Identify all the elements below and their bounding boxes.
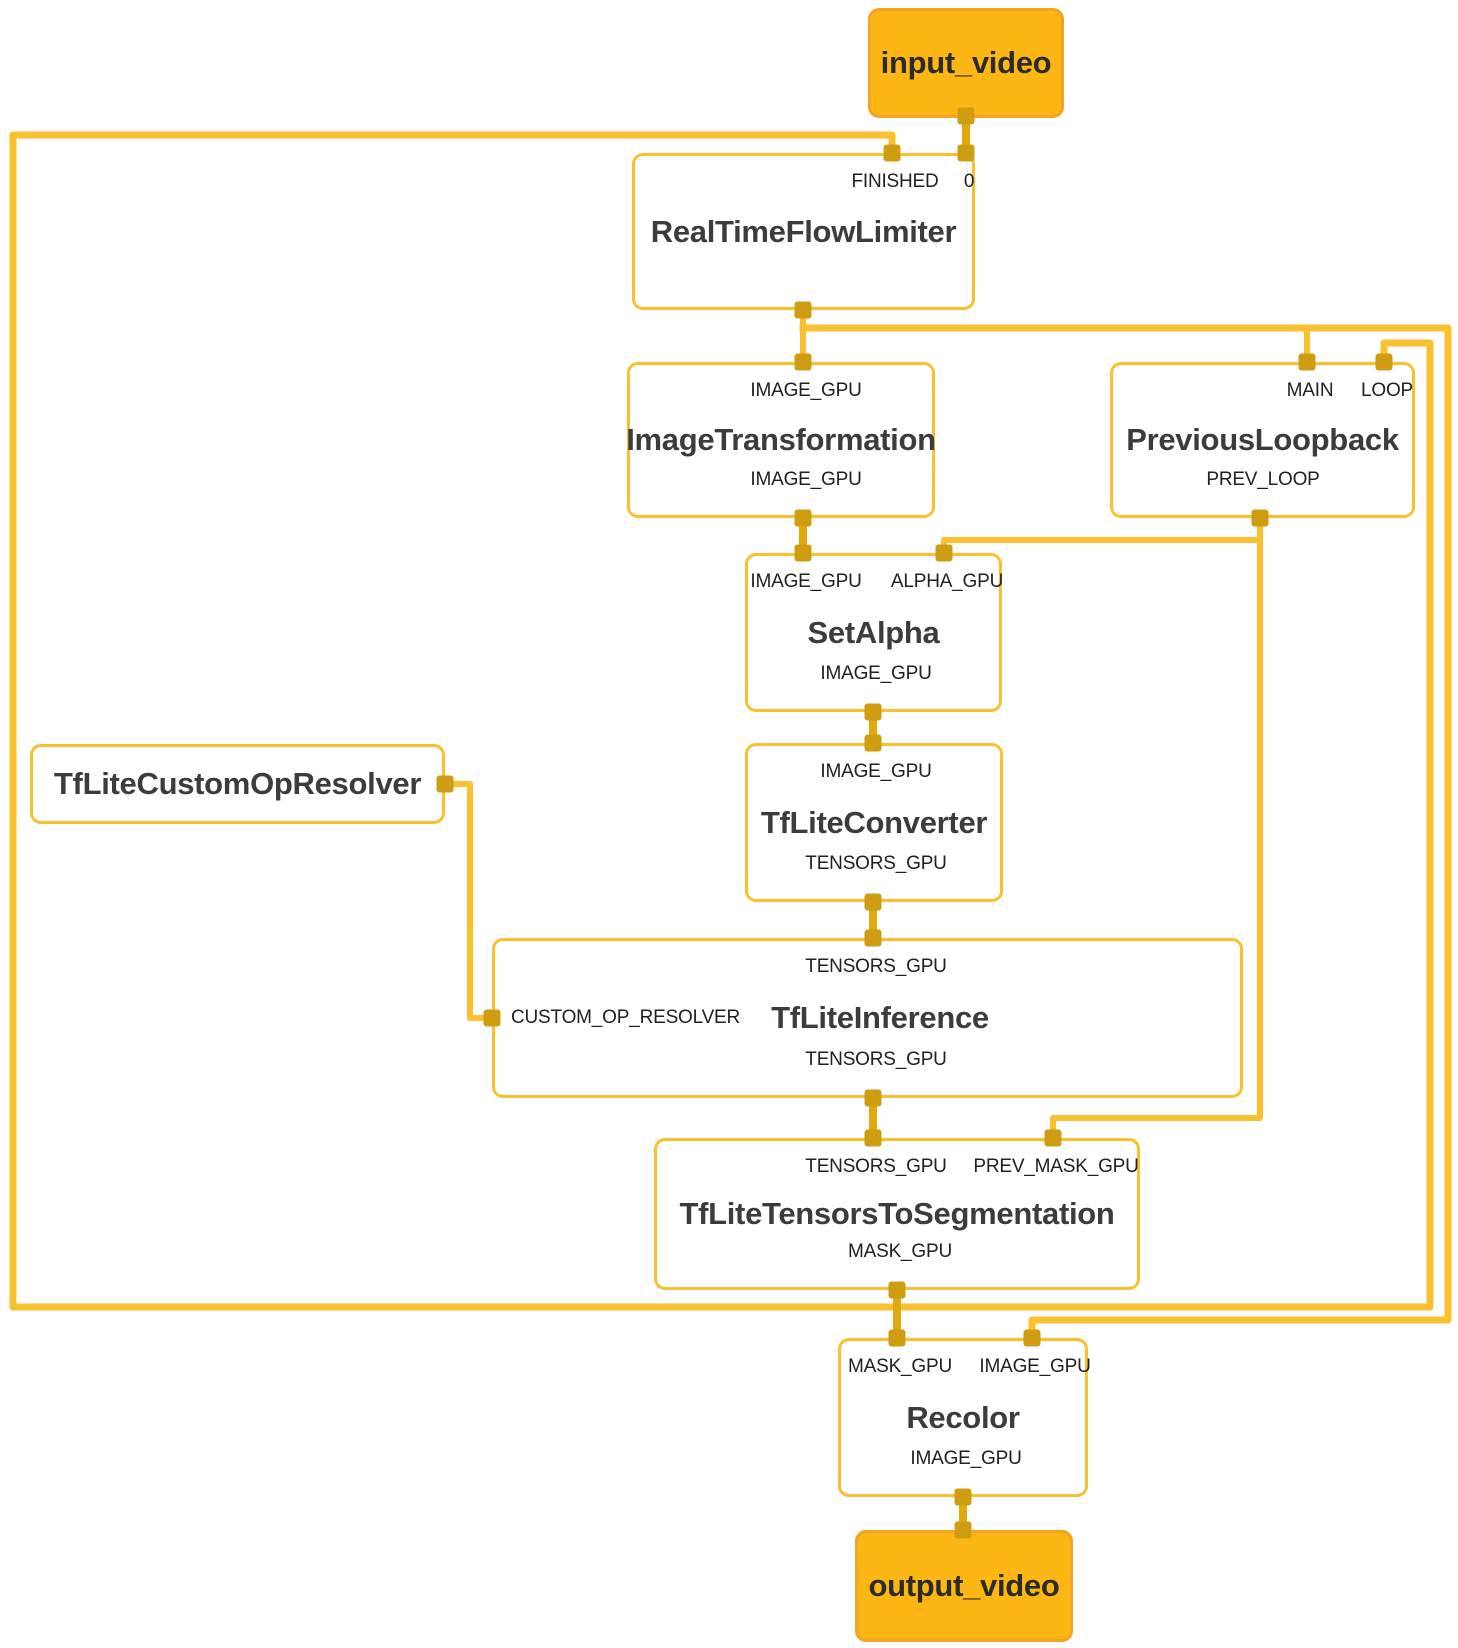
port-previous-loopback-main [1298,353,1316,371]
port-label-main: MAIN [1286,380,1334,401]
port-previous-loopback-prev-loop [1251,509,1269,527]
port-label-image-gpu-in: IMAGE_GPU [750,380,862,401]
port-inference-tensors-in [864,929,882,947]
port-label-finished: FINISHED [851,171,939,192]
port-label-tensors-gpu-in: TENSORS_GPU [805,1156,947,1177]
port-set-alpha-image-in [794,544,812,562]
node-tflite-tensors-to-segmentation[interactable]: TENSORS_GPU PREV_MASK_GPU TfLiteTensorsT… [654,1138,1140,1290]
edge-mask-loopback [9,131,1434,1311]
port-label-mask-gpu-in: MASK_GPU [848,1356,952,1377]
port-segmentation-tensors-in [864,1129,882,1147]
node-set-alpha[interactable]: IMAGE_GPU ALPHA_GPU SetAlpha IMAGE_GPU [745,553,1004,712]
port-label-loop: LOOP [1361,380,1413,401]
node-title: SetAlpha [807,614,940,650]
node-previous-loopback[interactable]: MAIN LOOP PreviousLoopback PREV_LOOP [1110,362,1415,518]
node-tflite-converter[interactable]: IMAGE_GPU TfLiteConverter TENSORS_GPU [745,743,1003,902]
port-previous-loopback-loop [1375,353,1393,371]
port-inference-custom-op-resolver-in [483,1009,501,1027]
port-label-image-gpu-out: IMAGE_GPU [910,1448,1022,1469]
node-real-time-flow-limiter[interactable]: FINISHED 0 RealTimeFlowLimiter [632,153,975,310]
node-output-video[interactable]: output_video [855,1530,1073,1642]
port-label-custom-op-resolver: CUSTOM_OP_RESOLVER [511,1007,741,1028]
node-title: input_video [880,45,1052,80]
port-custom-op-resolver-out [436,775,454,793]
node-tflite-custom-op-resolver[interactable]: TfLiteCustomOpResolver [30,744,445,824]
node-title: PreviousLoopback [1126,422,1399,457]
port-label-image-gpu-out: IMAGE_GPU [820,663,932,684]
edge-prev-loop-to-alpha [941,537,1263,556]
port-segmentation-prev-mask-in [1044,1129,1062,1147]
port-label-prev-mask-gpu-in: PREV_MASK_GPU [973,1156,1139,1177]
port-inference-tensors-out [864,1089,882,1107]
node-input-video[interactable]: input_video [868,8,1064,118]
node-title: output_video [868,1568,1060,1603]
node-title: Recolor [906,1399,1020,1435]
port-recolor-out [954,1488,972,1506]
port-label-prev-loop: PREV_LOOP [1206,469,1320,490]
port-label-0: 0 [963,171,975,192]
port-set-alpha-alpha-in [935,544,953,562]
port-output-video-in [954,1521,972,1539]
node-image-transformation[interactable]: IMAGE_GPU ImageTransformation IMAGE_GPU [626,362,936,518]
node-title: TfLiteCustomOpResolver [53,766,422,801]
node-title: TfLiteConverter [760,804,988,840]
node-title: RealTimeFlowLimiter [650,213,957,249]
edge-prev-loop-to-prev-mask [1050,515,1263,1141]
port-input-video-out [957,107,975,125]
port-segmentation-mask-out [888,1281,906,1299]
port-label-mask-gpu-out: MASK_GPU [848,1241,952,1262]
node-title: ImageTransformation [626,422,936,457]
port-flow-limiter-0 [957,144,975,162]
node-title: TfLiteInference [771,1000,989,1035]
port-label-image-gpu-in: IMAGE_GPU [820,761,932,782]
edge-flow-limiter-to-recolor-image [799,324,1452,1342]
port-label-tensors-gpu-in: TENSORS_GPU [805,956,947,977]
port-recolor-mask-in [888,1329,906,1347]
port-recolor-image-in [1023,1329,1041,1347]
port-converter-in [864,734,882,752]
node-tflite-inference[interactable]: TENSORS_GPU CUSTOM_OP_RESOLVER TfLiteInf… [492,938,1243,1098]
node-title: TfLiteTensorsToSegmentation [679,1196,1115,1231]
port-label-image-gpu-in: IMAGE_GPU [979,1356,1091,1377]
port-converter-out [864,893,882,911]
port-image-transformation-in [794,353,812,371]
port-image-transformation-out [794,509,812,527]
port-set-alpha-out [864,703,882,721]
port-flow-limiter-finished [883,144,901,162]
port-label-image-gpu-in: IMAGE_GPU [750,571,862,592]
node-recolor[interactable]: MASK_GPU IMAGE_GPU Recolor IMAGE_GPU [838,1338,1091,1497]
port-label-image-gpu-out: IMAGE_GPU [750,469,862,490]
port-label-tensors-gpu-out: TENSORS_GPU [805,1049,947,1070]
port-label-tensors-gpu-out: TENSORS_GPU [805,853,947,874]
port-label-alpha-gpu-in: ALPHA_GPU [890,571,1004,592]
port-flow-limiter-out [794,301,812,319]
edge-resolver-to-inference [442,781,495,1021]
